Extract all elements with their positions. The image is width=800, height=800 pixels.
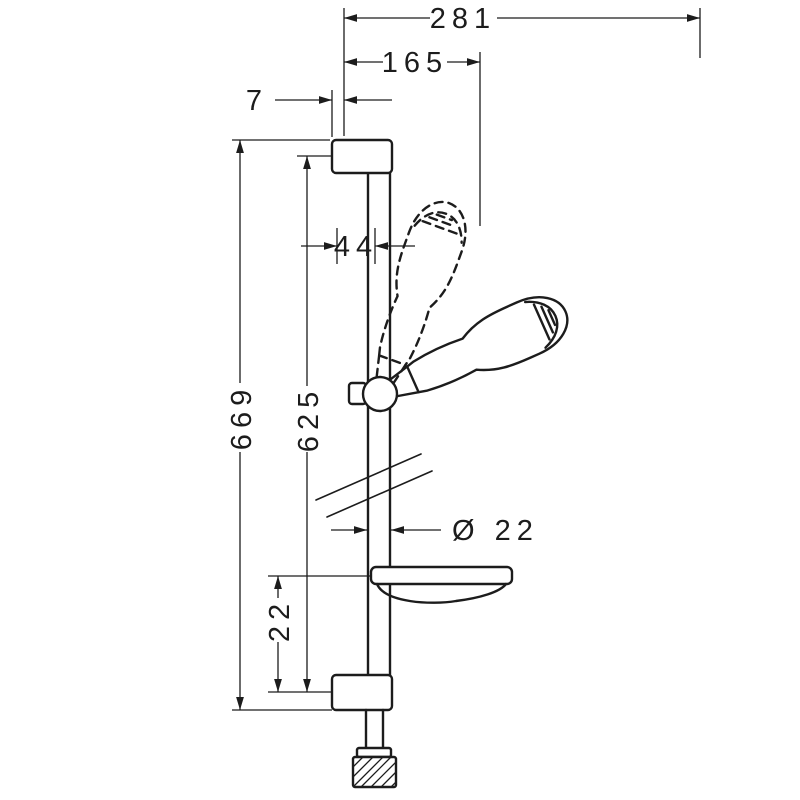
dim-label-625: 625 [293,386,325,452]
dim-label-diameter: Ø 22 [452,515,539,547]
wall-bar [315,171,433,677]
dim-label-22: 22 [264,598,296,642]
dim-label-44: 44 [334,231,378,263]
soap-dish-rim [369,565,514,586]
hand-shower [381,284,579,415]
bottom-bracket [330,673,394,712]
bar-tube [366,171,392,677]
hose-outlet [351,708,398,789]
hose-connector [351,755,398,789]
dim-label-165: 165 [382,47,448,79]
slider-pivot [361,375,399,413]
top-bracket [330,138,394,175]
break-marks [315,453,433,518]
hose-collar [355,746,393,759]
hose [364,708,385,750]
dim-label-281: 281 [430,3,496,35]
dimensions: 281 165 7 44 669 625 22 Ø 22 [226,3,701,711]
dim-label-669: 669 [226,384,258,450]
connector-hatch [352,756,397,788]
dim-label-7: 7 [246,85,268,117]
extension-lines [232,8,701,711]
soap-dish-basin [375,582,508,604]
